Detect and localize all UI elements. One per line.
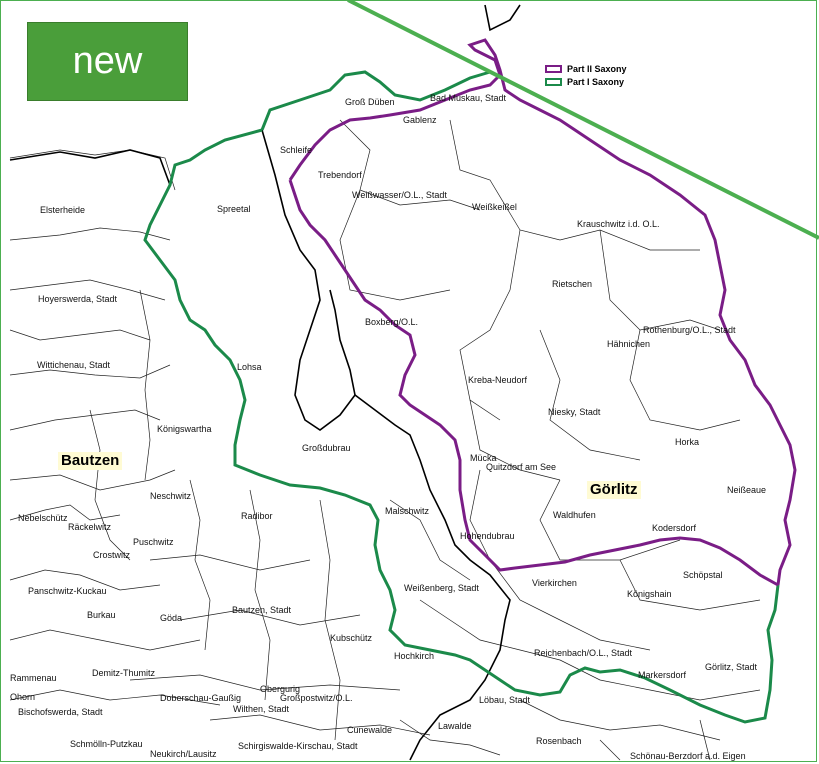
- municipality-label: Hähnichen: [607, 339, 650, 349]
- municipality-label: Weißkeißel: [472, 202, 517, 212]
- municipality-label: Schirgiswalde-Kirschau, Stadt: [238, 741, 358, 751]
- municipality-label: Hochkirch: [394, 651, 434, 661]
- legend-row-part1: Part I Saxony: [545, 75, 627, 88]
- municipality-label: Rammenau: [10, 673, 57, 683]
- municipality-label: Obergurig: [260, 684, 300, 694]
- municipality-label: Weißenberg, Stadt: [404, 583, 479, 593]
- municipality-label: Mücka: [470, 453, 497, 463]
- municipality-label: Niesky, Stadt: [548, 407, 601, 417]
- municipality-label: Malschwitz: [385, 506, 430, 516]
- legend-swatch-part2: [545, 64, 562, 73]
- municipality-label: Schöpstal: [683, 570, 723, 580]
- municipality-label: Boxberg/O.L.: [365, 317, 418, 327]
- municipality-boundaries: [9, 119, 761, 761]
- municipality-label: Rothenburg/O.L., Stadt: [643, 325, 736, 335]
- municipality-label: Hoyerswerda, Stadt: [38, 294, 118, 304]
- legend-row-part2: Part II Saxony: [545, 62, 627, 75]
- region-label-bautzen: Bautzen: [58, 452, 123, 470]
- municipality-label: Reichenbach/O.L., Stadt: [534, 648, 633, 658]
- municipality-label: Schönau-Berzdorf a.d. Eigen: [630, 751, 746, 761]
- municipality-label: Weißwasser/O.L., Stadt: [352, 190, 447, 200]
- municipality-label: Waldhufen: [553, 510, 596, 520]
- municipality-labels: Groß Düben Bad Muskau, StadtGablenzSchlei…: [10, 93, 766, 761]
- municipality-label: Nebelschütz: [18, 513, 68, 523]
- municipality-label: Göda: [160, 613, 182, 623]
- municipality-label: Neschwitz: [150, 491, 192, 501]
- municipality-label: Wilthen, Stadt: [233, 704, 290, 714]
- municipality-label: Puschwitz: [133, 537, 174, 547]
- municipality-label: Krauschwitz i.d. O.L.: [577, 219, 660, 229]
- diagonal-line: [347, 0, 819, 240]
- municipality-label: Gablenz: [403, 115, 437, 125]
- municipality-label: Bautzen, Stadt: [232, 605, 292, 615]
- municipality-label: Spreetal: [217, 204, 251, 214]
- municipality-label: Wittichenau, Stadt: [37, 360, 111, 370]
- map-legend: Part II Saxony Part I Saxony: [545, 62, 627, 88]
- municipality-label: Bad Muskau, Stadt: [430, 93, 507, 103]
- municipality-label: Hohendubrau: [460, 531, 515, 541]
- municipality-label: Demitz-Thumitz: [92, 668, 156, 678]
- municipality-label: Vierkirchen: [532, 578, 577, 588]
- municipality-label: Radibor: [241, 511, 273, 521]
- municipality-label: Kreba-Neudorf: [468, 375, 528, 385]
- municipality-label: Cunewalde: [347, 725, 392, 735]
- legend-swatch-part1: [545, 77, 562, 86]
- municipality-label: Görlitz, Stadt: [705, 662, 758, 672]
- municipality-label: Trebendorf: [318, 170, 362, 180]
- municipality-label: Großpostwitz/O.L.: [280, 693, 353, 703]
- municipality-label: Burkau: [87, 610, 116, 620]
- municipality-label: Königshain: [627, 589, 672, 599]
- municipality-label: Elsterheide: [40, 205, 85, 215]
- municipality-label: Neukirch/Lausitz: [150, 749, 217, 759]
- municipality-label: Königswartha: [157, 424, 212, 434]
- district-boundaries: [9, 4, 521, 761]
- municipality-label: Markersdorf: [638, 670, 687, 680]
- municipality-label: Ohorn: [10, 692, 35, 702]
- municipality-label: Kubschütz: [330, 633, 373, 643]
- part1-boundary: [143, 70, 780, 724]
- municipality-label: Rosenbach: [536, 736, 582, 746]
- municipality-label: Kodersdorf: [652, 523, 697, 533]
- municipality-label: Crostwitz: [93, 550, 131, 560]
- legend-label-part2: Part II Saxony: [567, 63, 627, 74]
- municipality-label: Horka: [675, 437, 699, 447]
- municipality-label: Schleife: [280, 145, 312, 155]
- municipality-label: Quitzdorf am See: [486, 462, 556, 472]
- municipality-label: Lohsa: [237, 362, 262, 372]
- municipality-label: Schmölln-Putzkau: [70, 739, 143, 749]
- municipality-label: Groß Düben: [345, 97, 395, 107]
- part2-boundary: [288, 38, 797, 587]
- municipality-label: Rietschen: [552, 279, 592, 289]
- municipality-label: Räckelwitz: [68, 522, 112, 532]
- region-label-goerlitz: Görlitz: [587, 481, 641, 499]
- municipality-label: Neißeaue: [727, 485, 766, 495]
- municipality-label: Bischofswerda, Stadt: [18, 707, 103, 717]
- municipality-label: Doberschau-Gaußig: [160, 693, 241, 703]
- municipality-label: Großdubrau: [302, 443, 351, 453]
- legend-label-part1: Part I Saxony: [567, 76, 625, 87]
- municipality-label: Lawalde: [438, 721, 472, 731]
- municipality-label: Panschwitz-Kuckau: [28, 586, 107, 596]
- new-badge[interactable]: new: [27, 22, 188, 101]
- municipality-label: Löbau, Stadt: [479, 695, 531, 705]
